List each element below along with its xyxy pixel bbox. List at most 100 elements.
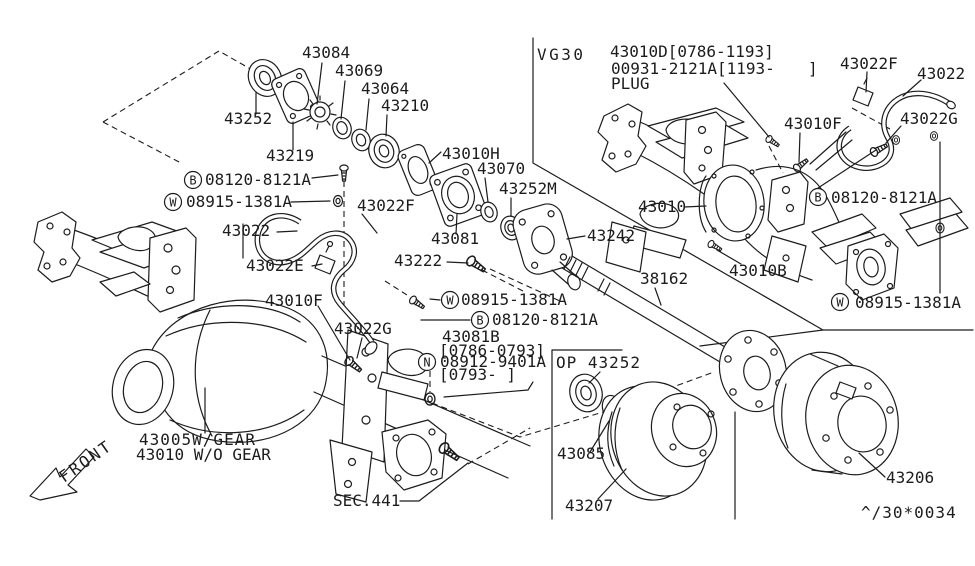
stud	[711, 227, 717, 233]
pinion-snout-inner	[122, 360, 164, 414]
circled-n-letter: N	[423, 356, 430, 370]
right-end-cap-flange	[845, 233, 899, 301]
right-end-flange	[597, 103, 647, 173]
bolt-hole	[830, 392, 838, 400]
label-op-43252: OP 43252	[556, 353, 641, 372]
bolt-hole	[547, 210, 555, 218]
bearing-outer	[441, 175, 475, 215]
circled-b-right-letter: B	[814, 191, 821, 205]
bolt-hole	[296, 72, 303, 80]
bolt-hole	[669, 443, 677, 451]
bolt-hole	[59, 258, 67, 266]
bolt-43022g-right	[868, 140, 890, 159]
circled-w-right-letter: W	[836, 296, 844, 310]
differential-carrier-bulge	[151, 299, 328, 443]
hose-outline	[836, 90, 952, 171]
label-43210: 43210	[381, 96, 429, 115]
label-38162: 38162	[640, 269, 688, 288]
case-lip-arc	[698, 175, 707, 233]
drum-shoe-arc	[781, 383, 789, 449]
label-washer-code-right: 08915-1381A	[855, 293, 961, 312]
bolt-hole	[63, 228, 71, 236]
bolt-hole	[724, 355, 732, 363]
bolt-hole	[343, 479, 353, 489]
hanging-bracket	[763, 235, 807, 283]
brake-drum-group	[773, 351, 899, 476]
label-washer-code-center: 08915-1381A	[461, 290, 567, 309]
leaders-top-row-b	[428, 151, 586, 240]
label-sec441: SEC.441	[333, 491, 400, 510]
lower-bump-stop	[639, 202, 680, 229]
bearing-flange	[429, 163, 487, 227]
seal-43252-inner	[253, 64, 277, 92]
lock-washer-teeth	[303, 95, 337, 130]
far-right-pad	[899, 197, 963, 231]
label-43022-left: 43022	[222, 221, 270, 240]
hose-end-fitting	[946, 100, 956, 110]
flange-plate	[512, 203, 573, 275]
bolt-hole	[782, 254, 790, 262]
bolt-hole	[822, 434, 830, 442]
explode-guide-lower	[102, 121, 182, 164]
label-nut-code: 08912-9401A	[440, 352, 546, 371]
bearing-43210-bore	[378, 144, 390, 158]
cage-plate	[397, 144, 439, 196]
plug-guide	[768, 145, 784, 174]
bolt-hole	[430, 468, 438, 476]
bolt-b-left	[339, 164, 349, 182]
label-range2: [0793- ]	[439, 365, 516, 384]
bolt-hole	[703, 145, 713, 155]
label-43022f-right: 43022F	[840, 54, 898, 73]
shaft-splines	[563, 256, 589, 280]
label-43222: 43222	[394, 251, 442, 270]
bolt-hole	[744, 336, 752, 344]
circled-b-center	[470, 310, 490, 330]
leaders-top-row-a	[255, 62, 388, 151]
far-right-pad-lower	[905, 213, 969, 247]
leaders-bottom	[588, 371, 886, 500]
washer-43064-outer	[351, 128, 371, 152]
upper-right-bracket	[767, 171, 809, 233]
drum-center-bore	[837, 395, 887, 453]
label-43085: 43085	[557, 444, 605, 463]
bolt-hole	[608, 152, 616, 160]
lock-washer-43084	[303, 95, 337, 130]
bolt-hole	[781, 185, 791, 195]
bolt-hole	[628, 120, 636, 128]
label-bolt-code-center: 08120-8121A	[492, 310, 598, 329]
op-seal-43252-outer	[569, 373, 603, 413]
label-plug-line2-close: ]	[808, 59, 818, 78]
bolt-hole	[361, 415, 371, 425]
right-arm-plate	[811, 213, 877, 249]
bolt-hole	[697, 125, 707, 135]
bolt-hole	[852, 288, 860, 296]
bolt-hole	[624, 150, 632, 158]
bearing-43210-race	[373, 139, 395, 163]
circled-w-left-letter: W	[169, 196, 177, 210]
bearing-bore	[447, 181, 469, 209]
label-43010h: 43010H	[442, 144, 500, 163]
leaders-right-case	[654, 125, 902, 306]
left-lower-bracket	[605, 221, 647, 273]
bolt-hole	[531, 261, 539, 269]
circled-w-center-letter: W	[446, 294, 454, 308]
bolt-hole	[876, 448, 884, 456]
hose-core	[837, 91, 951, 170]
axle-housing-left-assembly	[33, 164, 531, 503]
seal-43252-lip	[258, 70, 272, 86]
washer-right-b	[929, 131, 939, 141]
bolt-hole	[622, 236, 630, 244]
carrier-rib	[169, 409, 305, 434]
flange-43242	[512, 203, 573, 275]
right-pad	[377, 371, 429, 401]
explode-guide-upper	[102, 50, 255, 123]
bolt-hole	[163, 243, 173, 253]
circled-b-left-letter: B	[189, 174, 196, 188]
bolt-hole	[884, 240, 892, 248]
bolt-hole	[886, 282, 894, 290]
option-box-left-edge	[551, 349, 623, 520]
shaft-body	[561, 255, 731, 363]
flange-bore	[395, 433, 433, 477]
bolt-hole	[699, 449, 707, 457]
bolt-hole	[559, 253, 568, 261]
